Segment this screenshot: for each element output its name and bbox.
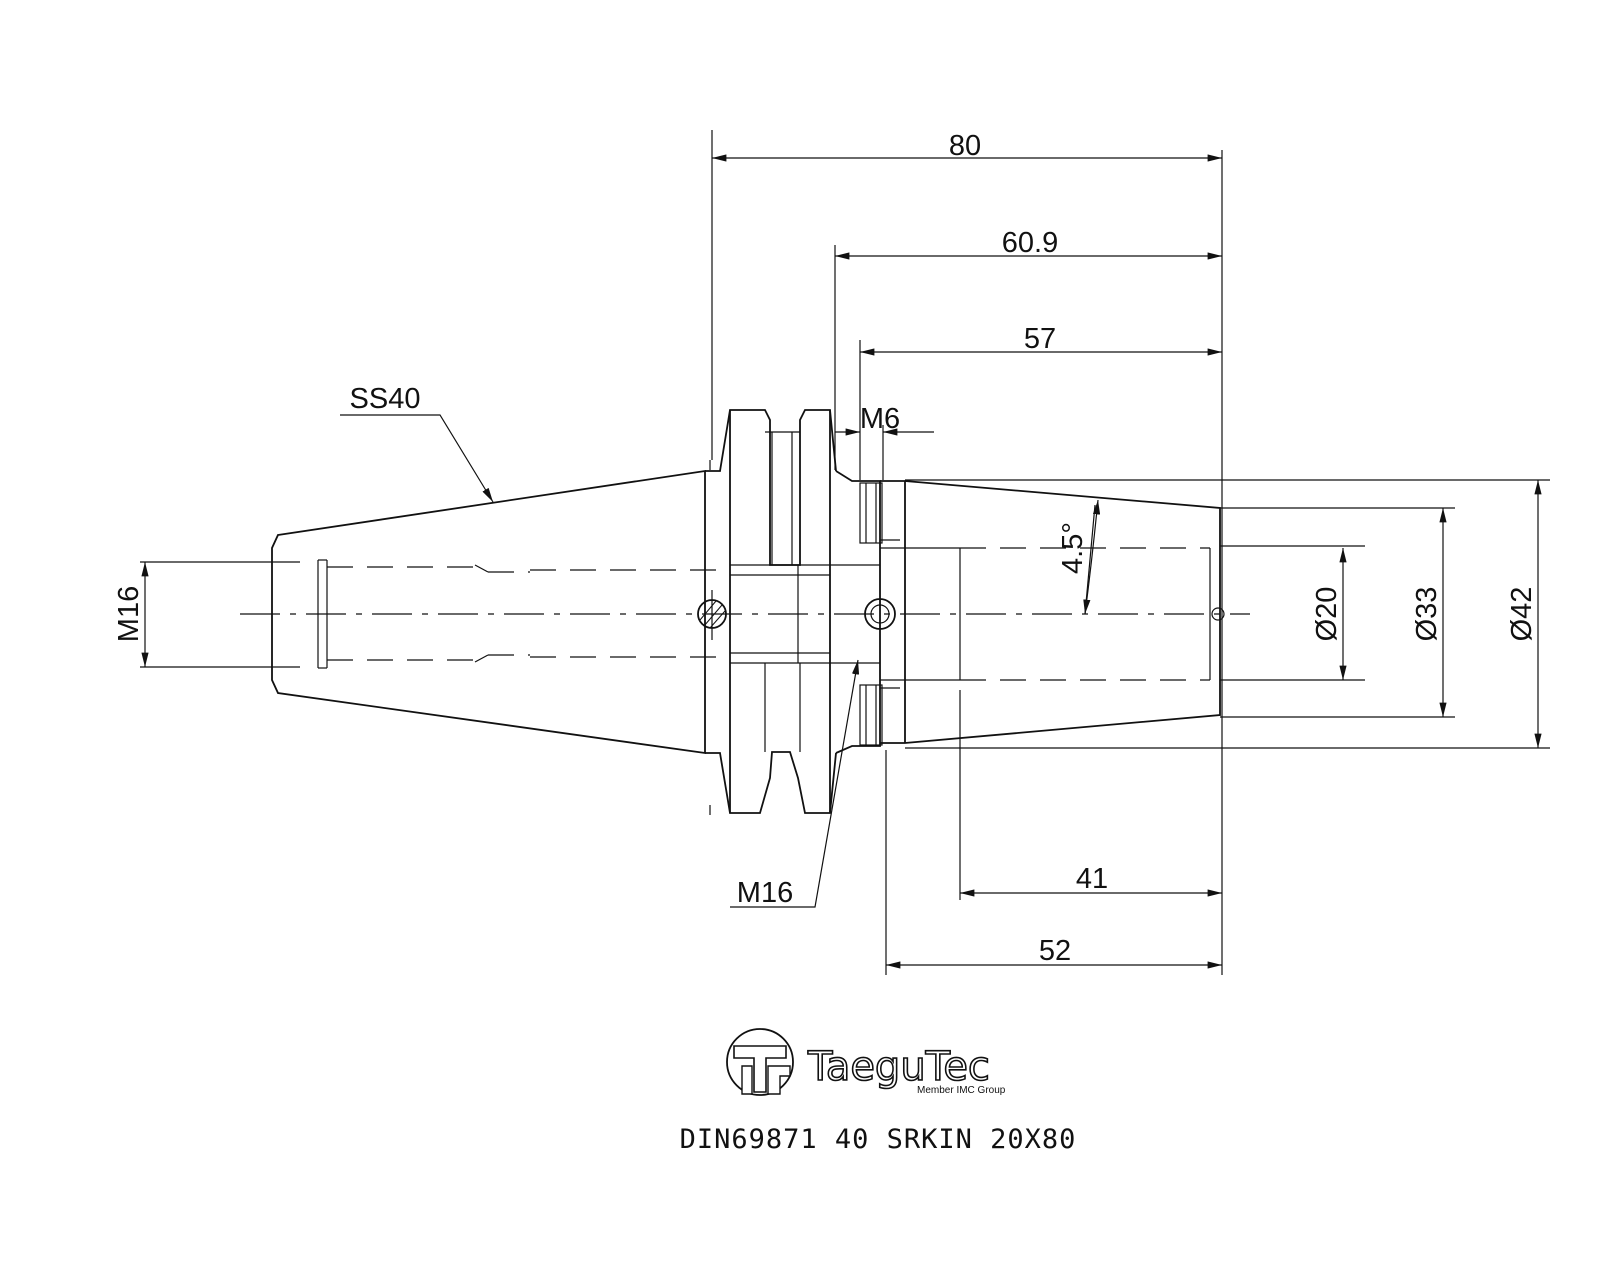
label-m6: M6 bbox=[860, 403, 900, 435]
label-m16-left: M16 bbox=[113, 586, 145, 642]
dim-dia-42: Ø42 bbox=[1506, 587, 1538, 642]
dim-52: 52 bbox=[1039, 935, 1071, 967]
toolholder-body bbox=[240, 409, 1250, 815]
part-number: DIN69871 40 SRKIN 20X80 bbox=[680, 1124, 1077, 1155]
dimension-labels: 80 60.9 57 M6 SS40 M16 41 52 M16 4.5° Ø2… bbox=[113, 130, 1538, 967]
dim-57: 57 bbox=[1024, 323, 1056, 355]
logo-brand: TaeguTec bbox=[807, 1044, 990, 1090]
dim-60-9: 60.9 bbox=[1002, 227, 1058, 259]
dim-dia-33: Ø33 bbox=[1411, 587, 1443, 642]
extension-lines bbox=[140, 130, 1550, 975]
dim-41: 41 bbox=[1076, 863, 1108, 895]
label-m16-bottom: M16 bbox=[737, 877, 793, 909]
label-ss40: SS40 bbox=[350, 383, 421, 415]
dimension-lines bbox=[141, 154, 1542, 969]
dim-angle-4-5: 4.5° bbox=[1057, 522, 1089, 574]
taegutec-logo: TaeguTec Member IMC Group bbox=[726, 1028, 1006, 1096]
dim-dia-20: Ø20 bbox=[1311, 587, 1343, 642]
dim-80: 80 bbox=[949, 130, 981, 162]
logo-tagline: Member IMC Group bbox=[917, 1085, 1006, 1096]
